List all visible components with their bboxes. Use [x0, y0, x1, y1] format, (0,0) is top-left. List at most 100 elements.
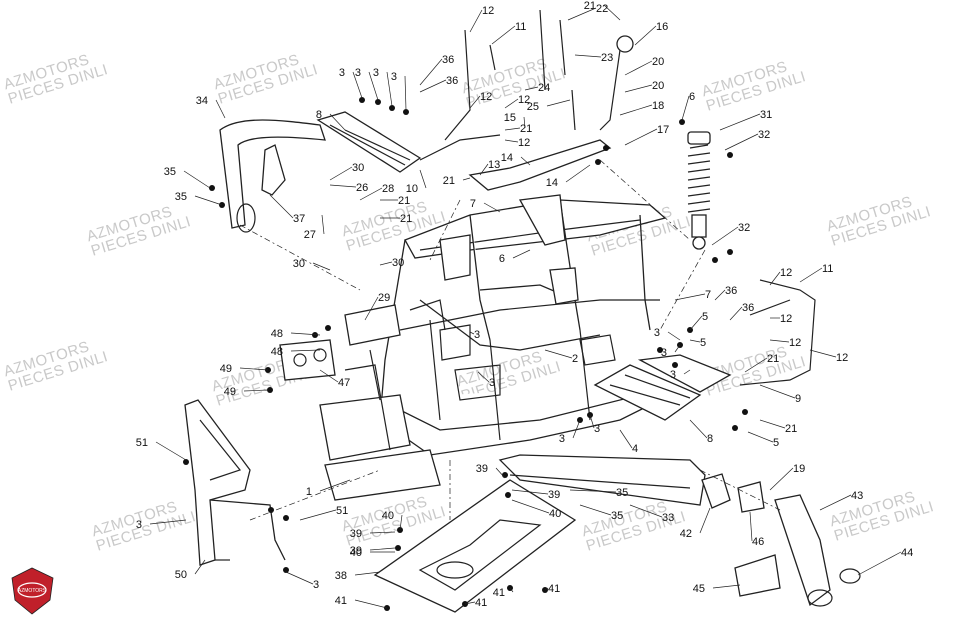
leader-line — [194, 195, 223, 206]
part-callout-14: 14 — [501, 152, 513, 164]
rear-bracket — [279, 339, 336, 381]
part-callout-48: 48 — [271, 328, 283, 340]
part-callout-3: 3 — [313, 579, 319, 591]
leader-line — [809, 349, 837, 358]
part-callout-36: 36 — [442, 54, 454, 66]
leader-line — [464, 601, 476, 605]
part-callout-15: 15 — [504, 112, 516, 124]
part-callout-6: 6 — [689, 91, 695, 103]
part-callout-3: 3 — [594, 423, 600, 435]
leader-line — [512, 249, 531, 259]
part-callout-3: 3 — [670, 369, 676, 381]
leader-line — [369, 531, 396, 534]
part-callout-12: 12 — [789, 337, 801, 349]
leader-line — [569, 489, 617, 493]
leader-line — [681, 95, 690, 121]
leader-line — [369, 547, 396, 551]
leader-line — [729, 306, 743, 321]
part-callout-3: 3 — [489, 377, 495, 389]
part-callout-8: 8 — [707, 433, 713, 445]
leader-line — [714, 289, 726, 301]
part-callout-22: 22 — [596, 3, 608, 15]
part-callout-51: 51 — [336, 505, 348, 517]
rear-grab-bar — [219, 119, 326, 233]
leader-line — [504, 139, 519, 143]
part-callout-3: 3 — [136, 519, 142, 531]
part-callout-21: 21 — [767, 353, 779, 365]
shock-absorber — [687, 131, 711, 250]
leader-line — [747, 431, 774, 443]
part-callout-35: 35 — [175, 191, 187, 203]
leader-line — [504, 98, 519, 109]
part-callout-6: 6 — [499, 253, 505, 265]
leader-line — [689, 419, 708, 439]
part-callout-47: 47 — [338, 377, 350, 389]
leader-line — [329, 184, 357, 188]
part-callout-3: 3 — [373, 67, 379, 79]
leader-line — [674, 344, 681, 353]
leader-line — [689, 315, 703, 331]
brake-linkage — [419, 9, 634, 191]
part-callout-3: 3 — [474, 329, 480, 341]
leader-line — [243, 389, 269, 392]
part-callout-35: 35 — [616, 487, 628, 499]
leader-line — [524, 86, 539, 91]
lower-side-rail — [498, 454, 706, 506]
leader-line — [477, 371, 490, 383]
part-callout-20: 20 — [652, 80, 664, 92]
part-callout-30: 30 — [392, 257, 404, 269]
leader-line — [509, 587, 514, 593]
part-callout-41: 41 — [493, 587, 505, 599]
part-callout-11: 11 — [515, 21, 526, 33]
leader-line — [719, 113, 761, 131]
part-callout-30: 30 — [293, 258, 305, 270]
leader-line — [619, 104, 653, 116]
part-callout-40: 40 — [549, 508, 561, 520]
right-brake-rod — [739, 279, 816, 386]
part-callout-21: 21 — [400, 213, 412, 225]
main-frame — [319, 194, 667, 501]
part-callout-21: 21 — [584, 0, 596, 12]
svg-text:AZMOTORS: AZMOTORS — [18, 588, 47, 594]
leader-line — [479, 163, 489, 176]
part-callout-33: 33 — [662, 512, 674, 524]
leader-line — [857, 551, 902, 576]
leader-line — [759, 419, 786, 429]
part-callout-49: 49 — [224, 386, 236, 398]
left-footrest — [316, 111, 422, 173]
part-callout-12: 12 — [780, 313, 792, 325]
part-callout-45: 45 — [693, 583, 705, 595]
part-callout-35: 35 — [611, 510, 623, 522]
leader-line — [495, 467, 506, 479]
part-callout-41: 41 — [335, 595, 347, 607]
part-callout-18: 18 — [652, 100, 664, 112]
leader-line — [624, 128, 658, 146]
leader-line — [523, 116, 526, 129]
leader-line — [544, 587, 549, 591]
leader-line — [321, 214, 325, 235]
part-callout-16: 16 — [656, 21, 668, 33]
part-callout-36: 36 — [446, 75, 458, 87]
leader-line — [491, 25, 516, 45]
part-callout-3: 3 — [391, 71, 397, 83]
leader-line — [572, 419, 581, 439]
part-callout-5: 5 — [702, 311, 708, 323]
part-callout-7: 7 — [470, 198, 476, 210]
leader-line — [504, 127, 521, 131]
leader-line — [579, 504, 612, 516]
part-callout-46: 46 — [752, 536, 764, 548]
leader-line — [689, 339, 701, 343]
leader-line — [624, 60, 653, 76]
leader-line — [359, 187, 383, 201]
part-callout-7: 7 — [705, 289, 711, 301]
part-callout-43: 43 — [851, 490, 863, 502]
leader-line — [769, 467, 794, 491]
part-callout-3: 3 — [661, 347, 667, 359]
part-callout-4: 4 — [632, 443, 638, 455]
leader-line — [699, 507, 711, 534]
part-callout-30: 30 — [352, 162, 364, 174]
leader-line — [683, 369, 691, 375]
leader-line — [462, 177, 471, 181]
leader-line — [312, 262, 331, 271]
